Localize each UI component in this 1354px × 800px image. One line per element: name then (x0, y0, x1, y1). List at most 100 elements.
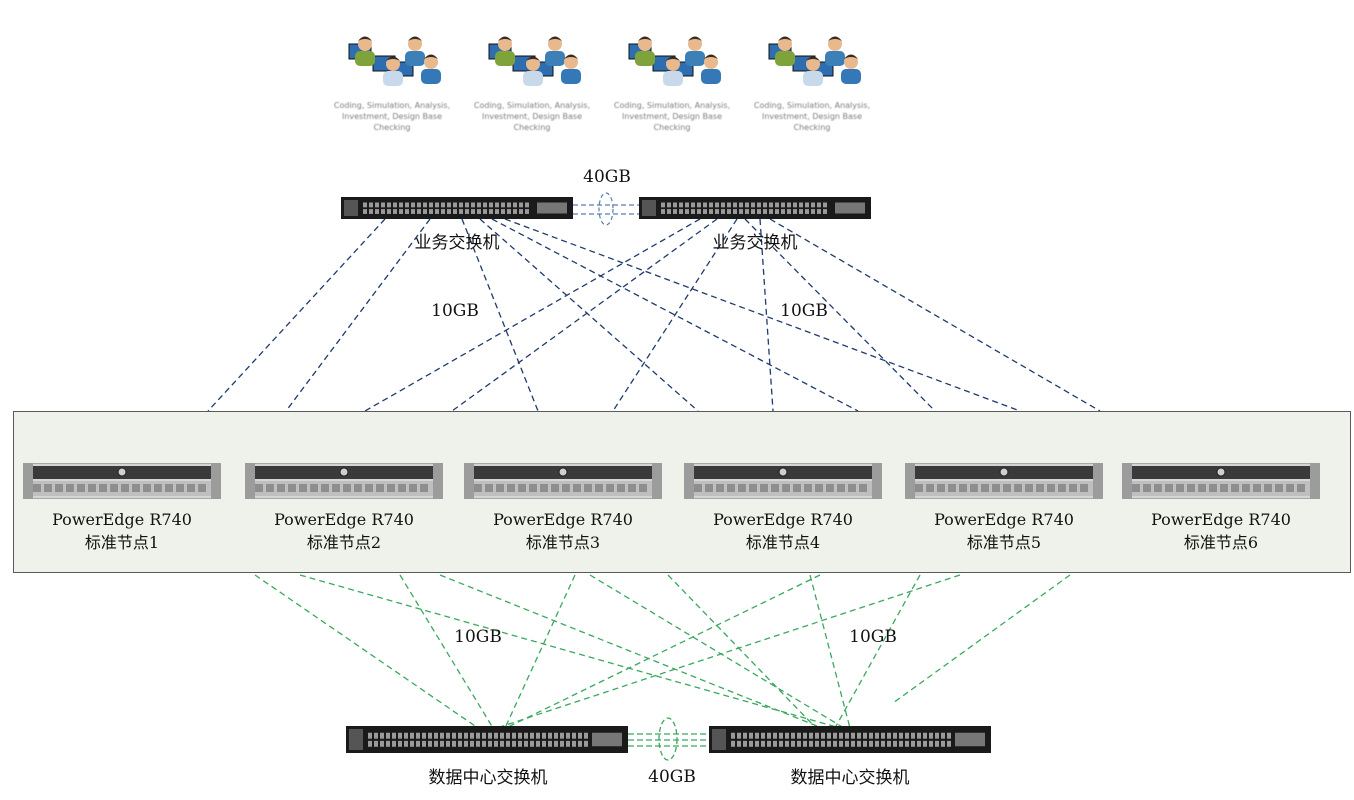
switch-port (679, 202, 683, 208)
switch-port (929, 740, 933, 747)
server-3-icon (464, 463, 662, 499)
server-drive (937, 484, 945, 492)
switch-uplink-ports (835, 202, 865, 214)
server-drive (154, 484, 162, 492)
switch-port (507, 202, 511, 208)
switch-port (761, 732, 765, 739)
switch-port (743, 740, 747, 747)
business-switch-left (341, 197, 573, 219)
switch-port (584, 740, 588, 747)
server-dell-logo (558, 467, 568, 477)
switch-port (805, 202, 809, 208)
server-drive (584, 484, 592, 492)
client-caption: Coding, Simulation, Analysis, Investment… (753, 101, 871, 132)
user-head (358, 37, 372, 51)
switch-port (811, 209, 815, 214)
business-link-line (744, 218, 936, 412)
switch-port (536, 740, 540, 747)
switch-port (763, 202, 767, 208)
switch-port (715, 202, 719, 208)
datacenter-link-line (254, 574, 479, 729)
server-drive (848, 484, 856, 492)
datacenter-uplink-label: 40GB (648, 767, 696, 787)
switch-port (447, 209, 451, 214)
business-link-line (759, 218, 774, 412)
switch-port (584, 732, 588, 739)
switch-chassis (346, 726, 628, 753)
datacenter-switch-right-label: 数据中心交换机 (790, 768, 910, 788)
switch-port (500, 740, 504, 747)
switch-port (769, 202, 773, 208)
switch-port (363, 202, 367, 208)
switch-port (935, 740, 939, 747)
switch-port (833, 732, 837, 739)
switch-port (817, 209, 821, 214)
switch-port (917, 740, 921, 747)
user-hair (828, 36, 842, 41)
user-head (386, 57, 400, 71)
server-drive (716, 484, 724, 492)
server-drive (562, 484, 570, 492)
switch-port (435, 202, 439, 208)
datacenter-link-line (834, 574, 921, 729)
server-drive (420, 484, 428, 492)
user-hair (424, 54, 438, 59)
server-drive (1058, 484, 1066, 492)
server-drive (409, 484, 417, 492)
user-head (424, 55, 438, 69)
server-drive (793, 484, 801, 492)
server-drive (310, 484, 318, 492)
switch-port (393, 202, 397, 208)
switch-port (416, 732, 420, 739)
switch-port (423, 209, 427, 214)
switch-port (875, 732, 879, 739)
switch-port (465, 209, 469, 214)
switch-port (440, 732, 444, 739)
server-drive (44, 484, 52, 492)
server-dell-logo (778, 467, 788, 477)
server-drive (507, 484, 515, 492)
switch-port (423, 202, 427, 208)
server-drive (1154, 484, 1162, 492)
user-hair (666, 56, 680, 61)
switch-port (477, 202, 481, 208)
switch-port (404, 732, 408, 739)
user-hair (408, 36, 422, 41)
server-drive (727, 484, 735, 492)
switch-port (767, 732, 771, 739)
switch-port (488, 732, 492, 739)
switch-port (572, 740, 576, 747)
server-6-label: PowerEdge R740 标准节点6 (1151, 508, 1291, 554)
switch-port (392, 732, 396, 739)
switch-port (893, 740, 897, 747)
switch-port (761, 740, 765, 747)
switch-port (751, 202, 755, 208)
switch-port (727, 202, 731, 208)
switch-port (857, 732, 861, 739)
server-drive (1036, 484, 1044, 492)
users-icon (768, 36, 861, 86)
switch-port (691, 209, 695, 214)
switch-uplink-ports (537, 202, 567, 214)
server-drive (628, 484, 636, 492)
user-hair (806, 56, 820, 61)
switch-port (507, 209, 511, 214)
server-ear-right (652, 463, 662, 499)
server-drive (1047, 484, 1055, 492)
switch-port (845, 740, 849, 747)
switch-port (911, 732, 915, 739)
server-ear-left (245, 463, 255, 499)
switch-port (459, 209, 463, 214)
server-model: PowerEdge R740 (934, 510, 1074, 529)
server-drive (1286, 484, 1294, 492)
switch-port (495, 209, 499, 214)
switch-port (470, 740, 474, 747)
user-body (685, 51, 705, 66)
server-drive (365, 484, 373, 492)
server-drive (518, 484, 526, 492)
datacenter-switch-left (346, 726, 628, 753)
switch-port (767, 740, 771, 747)
switch-port (923, 732, 927, 739)
server-drive (948, 484, 956, 492)
switch-port (881, 740, 885, 747)
